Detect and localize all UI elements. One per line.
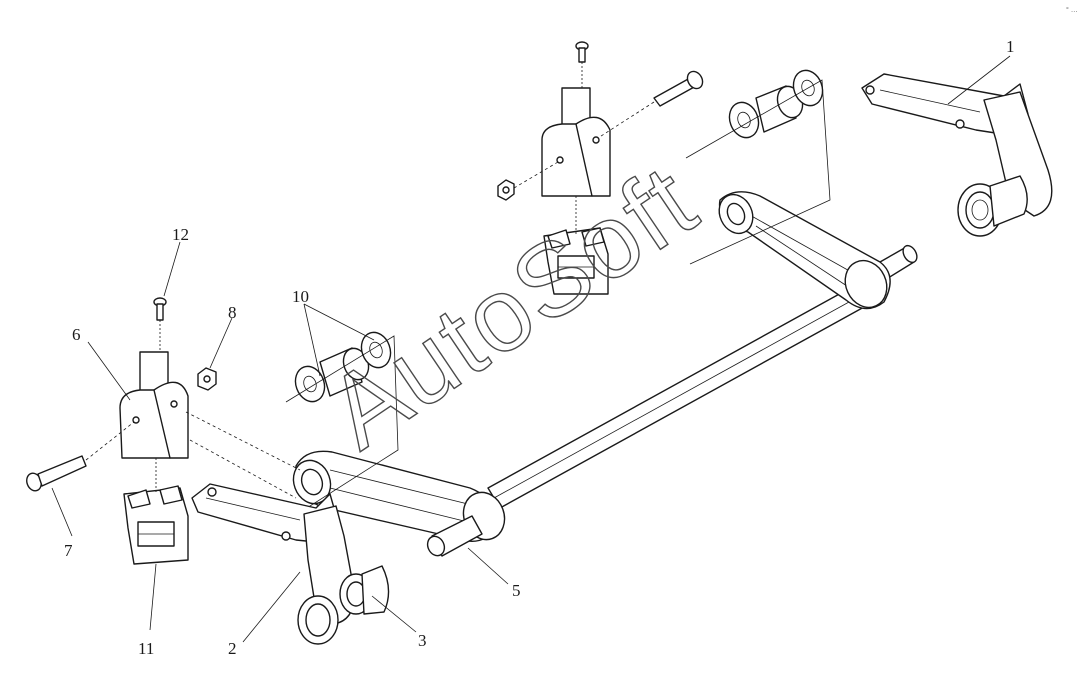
callout-10: 10 [292, 287, 309, 306]
upper-right-arm [861, 73, 1053, 237]
clamp-bushing [339, 565, 390, 615]
lower-side-bolt [26, 421, 135, 492]
leader-lines [51, 55, 1011, 643]
callout-11: 11 [138, 639, 154, 658]
callout-5: 5 [512, 581, 521, 600]
upper-nut [497, 161, 559, 201]
right-link-arm [718, 191, 891, 310]
callout-labels: 1 2 3 5 6 7 8 10 11 12 [64, 37, 1015, 658]
corner-mark: ° … [1066, 6, 1078, 14]
callout-7: 7 [64, 541, 73, 560]
upper-side-bolt [597, 70, 704, 139]
upper-top-bolt [575, 41, 589, 88]
lower-bushing [185, 331, 399, 521]
lower-nut [197, 367, 217, 391]
callout-6: 6 [72, 325, 81, 344]
upper-bushing [685, 69, 831, 265]
callout-12: 12 [172, 225, 189, 244]
lower-left-arm [191, 483, 355, 645]
upper-bracket [541, 87, 611, 295]
callout-2: 2 [228, 639, 237, 658]
callout-3: 3 [418, 631, 427, 650]
left-link-arm [292, 450, 506, 557]
lower-top-bolt [153, 297, 167, 352]
callout-1: 1 [1006, 37, 1015, 56]
callout-8: 8 [228, 303, 237, 322]
lower-bracket [119, 351, 189, 565]
